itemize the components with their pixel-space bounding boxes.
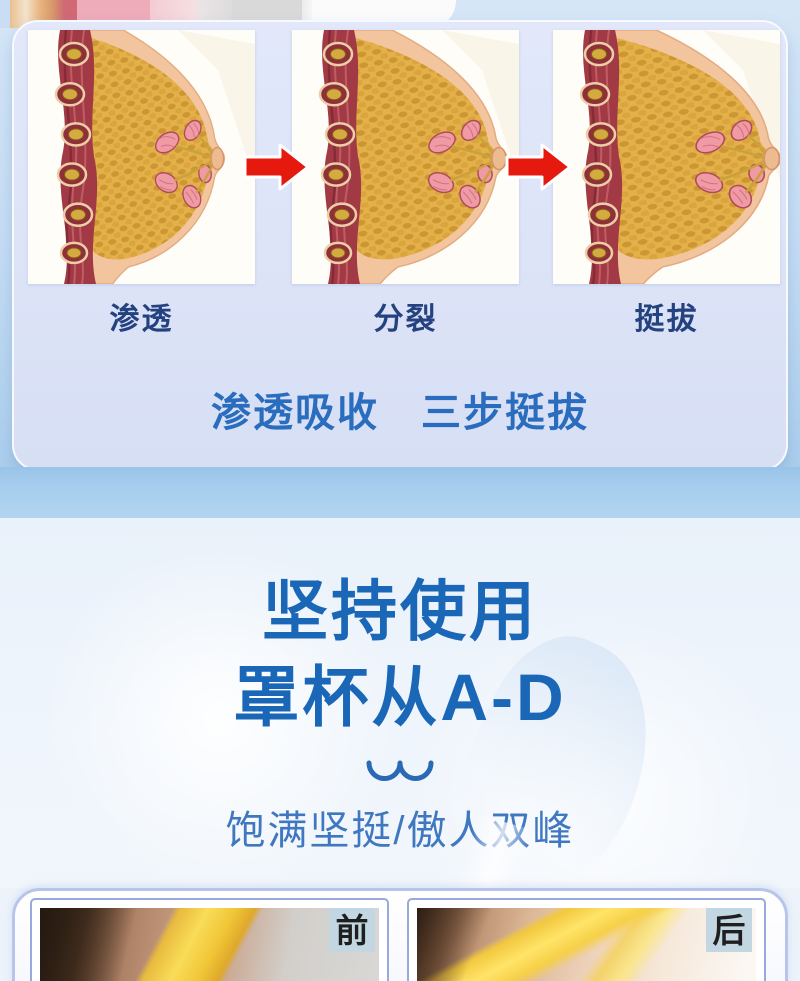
process-card: 渗透 分裂 挺拔 渗透吸收 三步挺拔 <box>12 20 788 471</box>
before-after-card: 前 后 <box>12 888 788 981</box>
before-photo-frame: 前 <box>30 898 389 981</box>
decor-circle <box>40 538 400 898</box>
step-label-divide: 分裂 <box>373 303 438 336</box>
after-photo: 后 <box>417 908 756 981</box>
before-tag: 前 <box>329 908 375 952</box>
arrow-right-icon <box>505 143 572 191</box>
breast-curve-icon <box>366 760 434 781</box>
step-label-firm: 挺拔 <box>634 303 699 336</box>
promo-section: 坚持使用 罩杯从A-D 饱满坚挺/傲人双峰 <box>0 518 800 981</box>
step-label-penetrate: 渗透 <box>109 303 174 336</box>
breast-anatomy-illustration-step1 <box>28 30 255 284</box>
blue-divider-band <box>0 467 800 518</box>
process-headline: 渗透吸收 三步挺拔 <box>211 391 589 435</box>
breast-anatomy-illustration-step2 <box>292 30 519 284</box>
promo-title-line2: 罩杯从A-D <box>233 660 567 734</box>
breast-anatomy-illustration-step3 <box>553 30 780 284</box>
promo-title-line1: 坚持使用 <box>262 574 538 648</box>
arrow-right-icon <box>243 143 310 191</box>
before-photo: 前 <box>40 908 379 981</box>
after-photo-frame: 后 <box>407 898 766 981</box>
after-tag: 后 <box>706 908 752 952</box>
promo-subtitle: 饱满坚挺/傲人双峰 <box>225 809 575 853</box>
step-labels-row: 渗透 分裂 挺拔 <box>14 294 786 338</box>
